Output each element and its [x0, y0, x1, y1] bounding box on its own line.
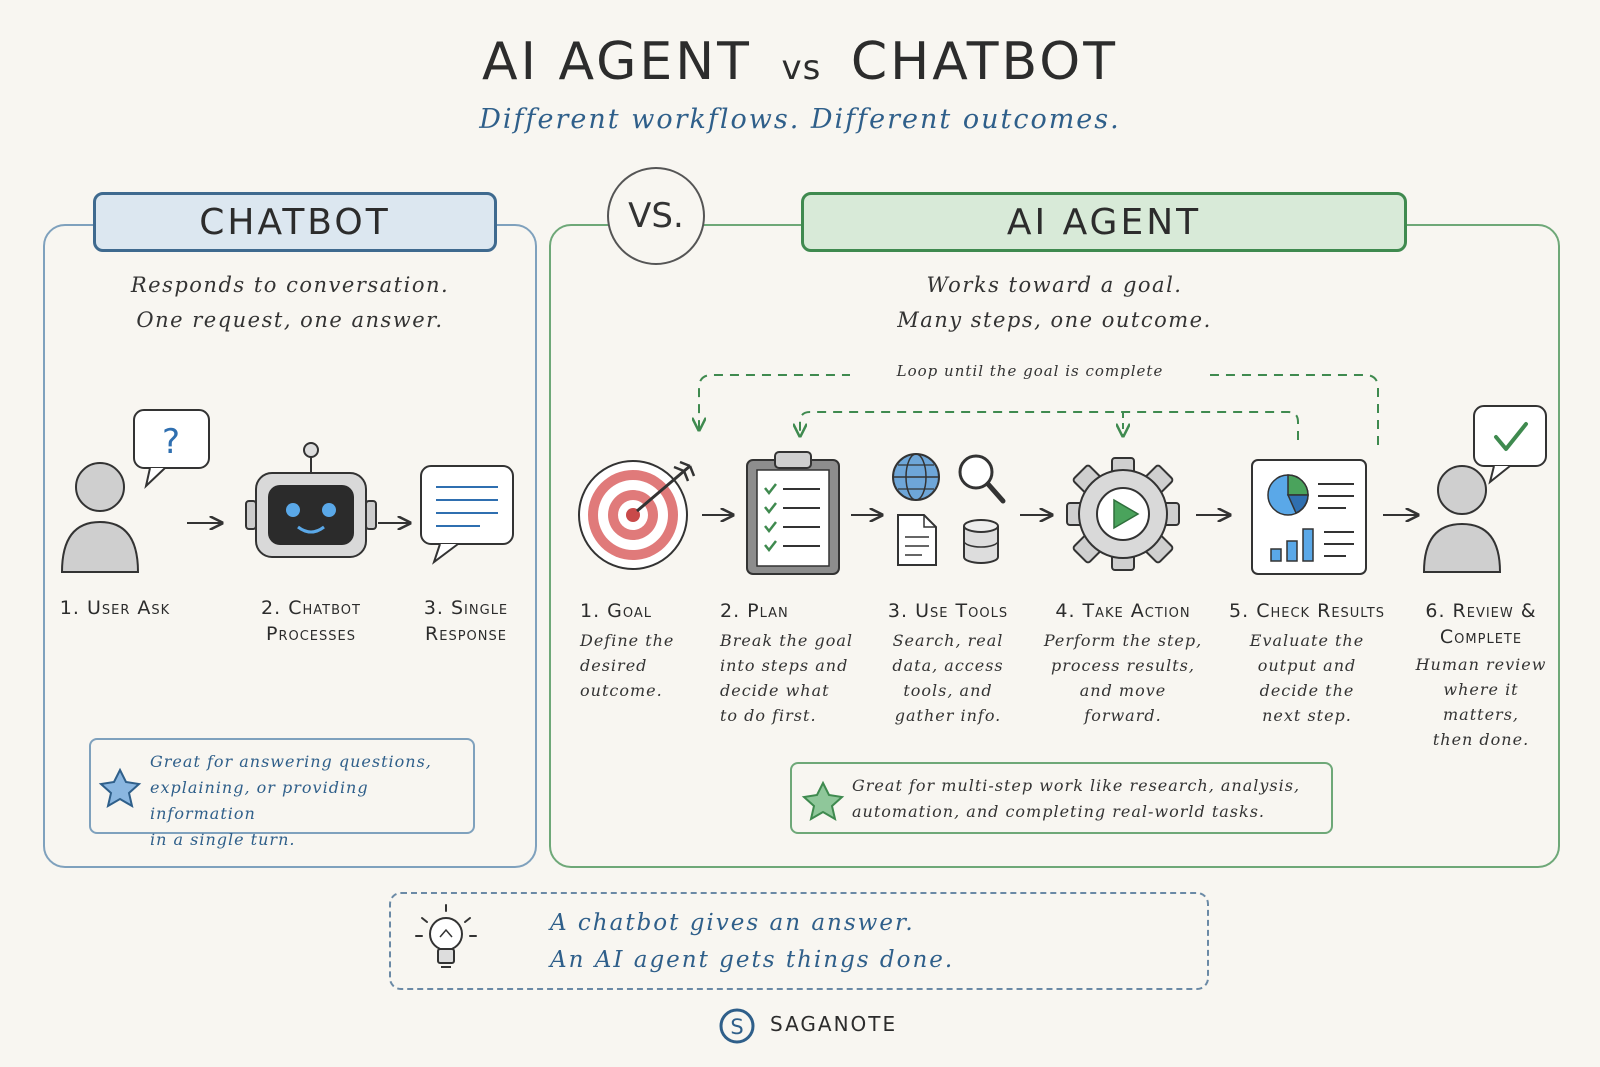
- agent-step-5: 5. Check Results Evaluate the output and…: [1212, 598, 1402, 728]
- user-icon: [60, 462, 140, 573]
- agent-step-6-label: 6. Review &: [1425, 600, 1537, 622]
- agent-step-6-desc: Human review where it matters, then done…: [1404, 652, 1558, 752]
- chatbot-step-1: 1. User Ask: [50, 595, 180, 621]
- reviewer-icon: [1422, 465, 1502, 573]
- chatbot-step-3-label-line-2: Response: [425, 623, 507, 645]
- brand-name: SAGANOTE: [770, 1012, 898, 1036]
- summary-box: [389, 892, 1209, 990]
- dashboard-icon: [1251, 459, 1367, 575]
- agent-step-2-desc: Break the goal into steps and decide wha…: [710, 628, 860, 728]
- loop-label: Loop until the goal is complete: [850, 362, 1210, 380]
- agent-step-5-label: 5. Check Results: [1229, 600, 1385, 622]
- agent-step-4: 4. Take Action Perform the step, process…: [1036, 598, 1210, 728]
- agent-step-6-desc-line-3: then done.: [1432, 730, 1530, 749]
- chatbot-step-1-label: 1. User Ask: [59, 597, 171, 619]
- brand-logo-icon: S: [719, 1008, 755, 1044]
- globe-icon: [892, 453, 940, 501]
- agent-step-3-desc-line-2: data, access: [892, 656, 1004, 675]
- agent-step-1-desc-line-3: outcome.: [580, 681, 663, 700]
- star-icon: [98, 767, 142, 809]
- agent-step-3-desc-line-4: gather info.: [894, 706, 1002, 725]
- outer-loop-line: [699, 374, 1379, 445]
- agent-step-5-desc: Evaluate the output and decide the next …: [1212, 628, 1402, 728]
- chatbot-step-3: 3. Single Response: [400, 595, 532, 647]
- agent-step-1-desc-line-1: Define the: [580, 631, 675, 650]
- chatbot-note-line-1: Great for answering questions,: [150, 752, 432, 771]
- agent-tagline-line-2: Many steps, one outcome.: [897, 308, 1212, 332]
- robot-icon: [245, 442, 377, 558]
- agent-step-4-desc-line-2: process results,: [1051, 656, 1195, 675]
- chatbot-step-3-label: 3. Single: [423, 597, 509, 619]
- chatbot-step-2: 2. Chatbot Processes: [233, 595, 389, 647]
- clipboard-icon: [746, 451, 840, 575]
- summary-line-2: An AI agent gets things done.: [550, 947, 955, 973]
- chatbot-note-line-2: explaining, or providing information: [150, 778, 369, 823]
- agent-step-1-label: 1. Goal: [580, 600, 653, 622]
- chatbot-note-line-3: in a single turn.: [150, 830, 296, 849]
- title-left: AI AGENT: [482, 32, 752, 92]
- chatbot-step-2-label-line-2: Processes: [266, 623, 356, 645]
- target-icon: [578, 460, 696, 570]
- vs-badge: VS.: [607, 167, 705, 265]
- agent-step-6: 6. Review & Complete Human review where …: [1404, 598, 1558, 752]
- agent-step-4-desc-line-4: forward.: [1084, 706, 1162, 725]
- agent-note-line-1: Great for multi-step work like research,…: [852, 776, 1301, 795]
- summary-line-1: A chatbot gives an answer.: [550, 910, 915, 936]
- page-title: AI AGENT vs CHATBOT: [0, 32, 1600, 92]
- agent-step-3: 3. Use Tools Search, real data, access t…: [868, 598, 1028, 728]
- chatbot-tagline-line-2: One request, one answer.: [136, 308, 444, 332]
- page-subtitle: Different workflows. Different outcomes.: [479, 104, 1121, 135]
- agent-step-2-label: 2. Plan: [720, 600, 789, 622]
- agent-step-4-desc: Perform the step, process results, and m…: [1036, 628, 1210, 728]
- agent-step-6-desc-line-1: Human review: [1415, 655, 1547, 674]
- agent-step-5-desc-line-4: next step.: [1262, 706, 1352, 725]
- agent-heading: AI AGENT: [801, 192, 1407, 252]
- agent-step-3-desc-line-1: Search, real: [892, 631, 1004, 650]
- agent-step-3-desc-line-3: tools, and: [903, 681, 993, 700]
- svg-text:S: S: [730, 1015, 743, 1039]
- agent-step-6-desc-line-2: where it matters,: [1443, 680, 1519, 724]
- check-bubble-icon: [1473, 405, 1547, 485]
- agent-step-3-label: 3. Use Tools: [887, 600, 1009, 622]
- magnifier-icon: [958, 454, 1006, 504]
- agent-step-5-desc-line-2: output and: [1257, 656, 1357, 675]
- agent-step-4-label: 4. Take Action: [1055, 600, 1191, 622]
- agent-step-2-desc-line-4: to do first.: [720, 706, 817, 725]
- chatbot-tagline-line-1: Responds to conversation.: [130, 273, 450, 297]
- agent-note: Great for multi-step work like research,…: [790, 762, 1333, 834]
- question-bubble-icon: ?: [133, 409, 210, 489]
- agent-step-2-desc-line-1: Break the goal: [720, 631, 854, 650]
- agent-step-4-desc-line-3: and move: [1079, 681, 1167, 700]
- agent-tagline-line-1: Works toward a goal.: [926, 273, 1183, 297]
- chatbot-note: Great for answering questions, explainin…: [89, 738, 475, 849]
- agent-step-2-desc-line-3: decide what: [720, 681, 830, 700]
- database-icon: [963, 519, 999, 564]
- agent-step-1-desc: Define the desired outcome.: [568, 628, 708, 703]
- star-icon: [801, 780, 845, 822]
- chatbot-heading: CHATBOT: [93, 192, 497, 252]
- gear-play-icon: [1066, 457, 1180, 571]
- agent-step-2-desc-line-2: into steps and: [720, 656, 849, 675]
- chatbot-step-2-label: 2. Chatbot: [261, 597, 361, 619]
- document-icon: [897, 514, 937, 566]
- title-right: CHATBOT: [850, 32, 1118, 92]
- title-vs: vs: [781, 48, 822, 88]
- agent-step-5-desc-line-3: decide the: [1259, 681, 1355, 700]
- lightbulb-icon: [415, 904, 477, 968]
- agent-step-2: 2. Plan Break the goal into steps and de…: [710, 598, 860, 728]
- agent-step-1-desc-line-2: desired: [580, 656, 648, 675]
- agent-step-6-label-line-2: Complete: [1439, 626, 1523, 648]
- chatbot-tagline: Responds to conversation. One request, o…: [43, 268, 537, 338]
- agent-note-line-2: automation, and completing real-world ta…: [852, 802, 1265, 821]
- agent-tagline: Works toward a goal. Many steps, one out…: [549, 268, 1560, 338]
- agent-step-1: 1. Goal Define the desired outcome.: [568, 598, 708, 703]
- response-bubble-icon: [420, 465, 514, 565]
- inner-loop-line: [800, 411, 1299, 440]
- summary-text: A chatbot gives an answer. An AI agent g…: [550, 905, 954, 979]
- agent-step-3-desc: Search, real data, access tools, and gat…: [868, 628, 1028, 728]
- svg-text:?: ?: [162, 422, 180, 462]
- agent-step-5-desc-line-1: Evaluate the: [1249, 631, 1365, 650]
- agent-step-4-desc-line-1: Perform the step,: [1043, 631, 1203, 650]
